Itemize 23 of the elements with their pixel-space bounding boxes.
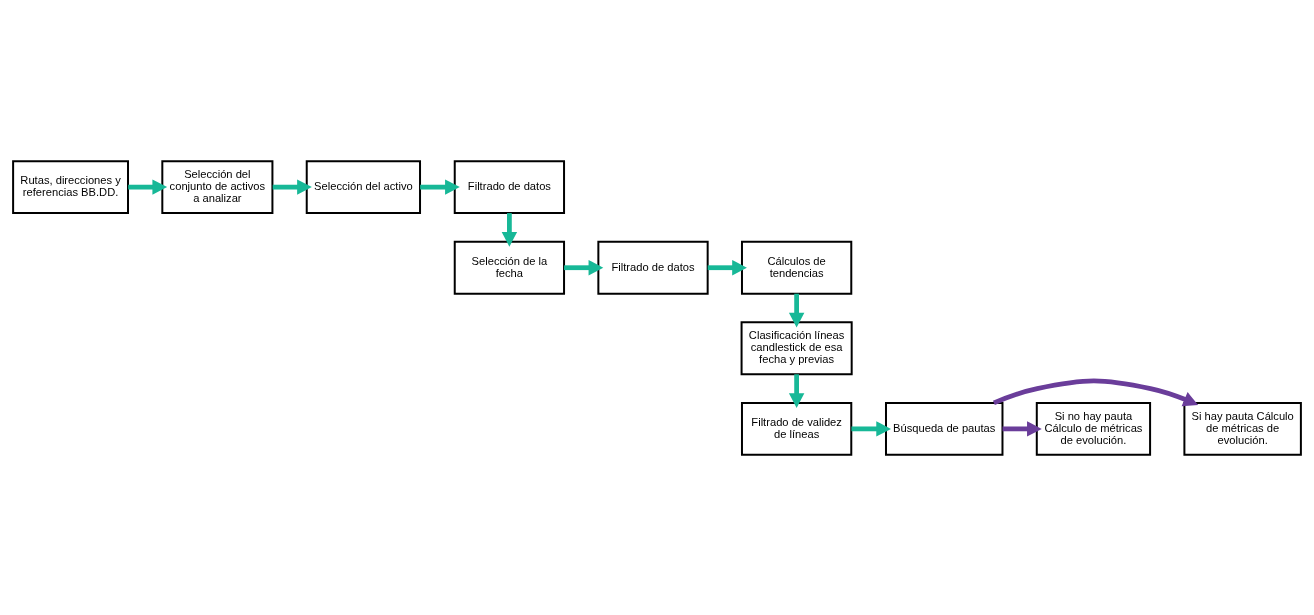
node-box: Selección del conjunto de activos a analizar: [161, 159, 274, 214]
node-box: Filtrado de datos: [453, 159, 566, 214]
arrow: [1002, 420, 1042, 437]
arrow: [564, 259, 604, 275]
arrow: [992, 378, 1199, 406]
node-box: Si no hay pauta Cálculo de métricas de evolución.: [1035, 401, 1152, 456]
node-box: Selección del activo: [305, 159, 422, 214]
node-box: Cálculos de tendencias: [740, 240, 853, 295]
node-box: Selección de la fecha: [453, 240, 566, 295]
arrow: [788, 373, 805, 408]
arrow: [128, 178, 168, 195]
node-box: Filtrado de validez de líneas: [740, 401, 853, 456]
arrow: [272, 178, 312, 195]
arrow: [851, 420, 891, 437]
node-box: Clasificación líneas candlestick de esa fecha y previas: [740, 320, 853, 375]
arrow: [707, 259, 747, 275]
node-box: Filtrado de datos: [597, 240, 709, 295]
node-box: Si hay pauta Cálculo de métricas de evolución.: [1183, 401, 1302, 456]
node-box: Búsqueda de pautas: [885, 401, 1004, 456]
arrow: [501, 212, 518, 247]
arrow: [420, 178, 460, 195]
node-box: Rutas, direcciones y referencias BB.DD.: [12, 159, 129, 214]
arrow: [788, 293, 805, 327]
